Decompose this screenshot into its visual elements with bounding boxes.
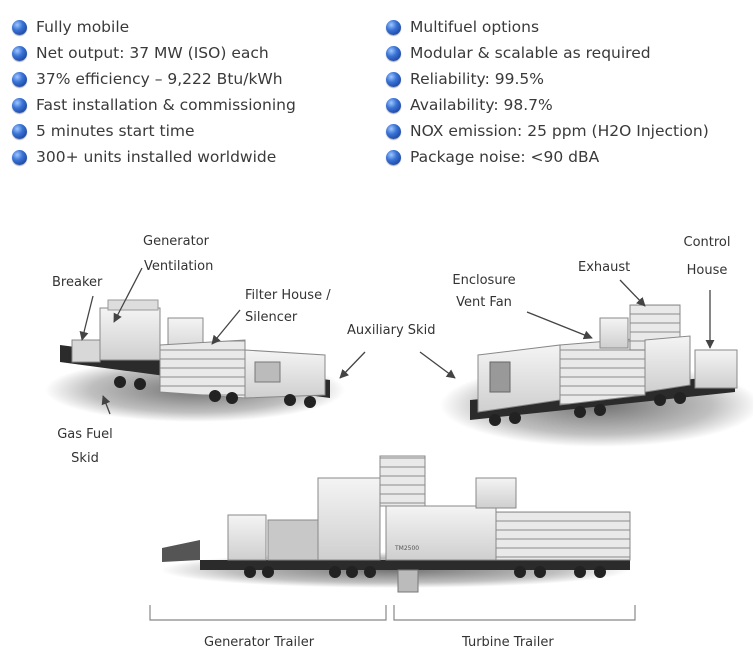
feature-text: Multifuel options: [410, 18, 540, 36]
label-exhaust: Exhaust: [578, 260, 631, 275]
arrow-gas-fuel-skid: [101, 395, 111, 415]
bullet-icon: [12, 45, 27, 61]
label-breaker: Breaker: [52, 275, 103, 290]
feature-text: Reliability: 99.5%: [410, 70, 544, 88]
label-filter-house: Filter House / Silencer: [245, 285, 331, 329]
label-line: Filter House /: [245, 288, 331, 303]
generator-trailer-bracket: [149, 605, 387, 621]
bullet-icon: [386, 71, 401, 87]
label-line: Silencer: [245, 310, 298, 325]
label-turbine-trailer: Turbine Trailer: [462, 635, 554, 650]
bullet-icon: [12, 123, 27, 139]
bullet-icon: [12, 97, 27, 113]
label-line: Gas Fuel: [57, 427, 113, 442]
label-enclosure-vent-fan: Enclosure Vent Fan: [445, 270, 523, 314]
feature-text: Modular & scalable as required: [410, 44, 651, 62]
label-line: Ventilation: [144, 259, 214, 274]
label-control-house: Control House: [680, 229, 734, 285]
feature-text: 37% efficiency – 9,222 Btu/kWh: [36, 70, 283, 88]
bullet-icon: [12, 149, 27, 165]
label-line: Generator: [143, 234, 210, 249]
feature-item: Availability: 98.7%: [386, 92, 709, 118]
feature-item: Modular & scalable as required: [386, 40, 709, 66]
label-line: Control: [683, 235, 731, 250]
feature-list-right: Multifuel options Modular & scalable as …: [386, 14, 709, 170]
feature-text: Availability: 98.7%: [410, 96, 553, 114]
feature-item: Multifuel options: [386, 14, 709, 40]
leader-arrows: [79, 267, 715, 415]
label-generator-ventilation: Generator Ventilation: [143, 229, 213, 279]
turbine-trailer-bracket: [393, 605, 636, 621]
feature-item: NOX emission: 25 ppm (H2O Injection): [386, 118, 709, 144]
feature-text: Fully mobile: [36, 18, 130, 36]
label-gas-fuel-skid: Gas Fuel Skid: [55, 423, 115, 471]
generator-trailer-photo-left: [45, 299, 345, 422]
feature-item: Package noise: <90 dBA: [386, 144, 709, 170]
feature-item: Fast installation & commissioning: [12, 92, 296, 118]
arrow-enclosure-vent-fan: [526, 311, 593, 340]
arrow-breaker: [79, 295, 94, 341]
feature-text: Package noise: <90 dBA: [410, 148, 600, 166]
feature-text: Net output: 37 MW (ISO) each: [36, 44, 269, 62]
arrow-auxiliary-skid-right: [419, 351, 456, 379]
label-generator-trailer: Generator Trailer: [204, 635, 315, 650]
bullet-icon: [12, 71, 27, 87]
trailer-brackets: [149, 605, 636, 621]
label-line: House: [686, 263, 728, 278]
bullet-icon: [386, 97, 401, 113]
feature-item: Fully mobile: [12, 14, 296, 40]
bullet-icon: [386, 123, 401, 139]
feature-text: NOX emission: 25 ppm (H2O Injection): [410, 122, 709, 140]
combined-trailers-photo: TM2500: [160, 455, 631, 593]
feature-text: Fast installation & commissioning: [36, 96, 296, 114]
feature-item: 37% efficiency – 9,222 Btu/kWh: [12, 66, 296, 92]
feature-text: 5 minutes start time: [36, 122, 195, 140]
feature-text: 300+ units installed worldwide: [36, 148, 277, 166]
feature-item: 5 minutes start time: [12, 118, 296, 144]
arrow-filter-house: [211, 309, 241, 345]
feature-list-left: Fully mobile Net output: 37 MW (ISO) eac…: [12, 14, 296, 170]
bullet-icon: [386, 45, 401, 61]
bullet-icon: [12, 19, 27, 35]
feature-item: Net output: 37 MW (ISO) each: [12, 40, 296, 66]
bullet-icon: [386, 149, 401, 165]
label-auxiliary-skid: Auxiliary Skid: [347, 323, 436, 338]
arrow-auxiliary-skid-left: [339, 351, 366, 379]
feature-item: 300+ units installed worldwide: [12, 144, 296, 170]
label-line: Skid: [71, 451, 99, 466]
label-line: Enclosure: [452, 273, 516, 288]
unit-plate-text: TM2500: [394, 545, 419, 552]
label-line: Vent Fan: [456, 295, 512, 310]
arrow-generator-ventilation: [113, 267, 143, 323]
bullet-icon: [386, 19, 401, 35]
arrow-exhaust: [619, 279, 646, 307]
feature-item: Reliability: 99.5%: [386, 66, 709, 92]
turbine-trailer-photo-right: [440, 304, 753, 447]
